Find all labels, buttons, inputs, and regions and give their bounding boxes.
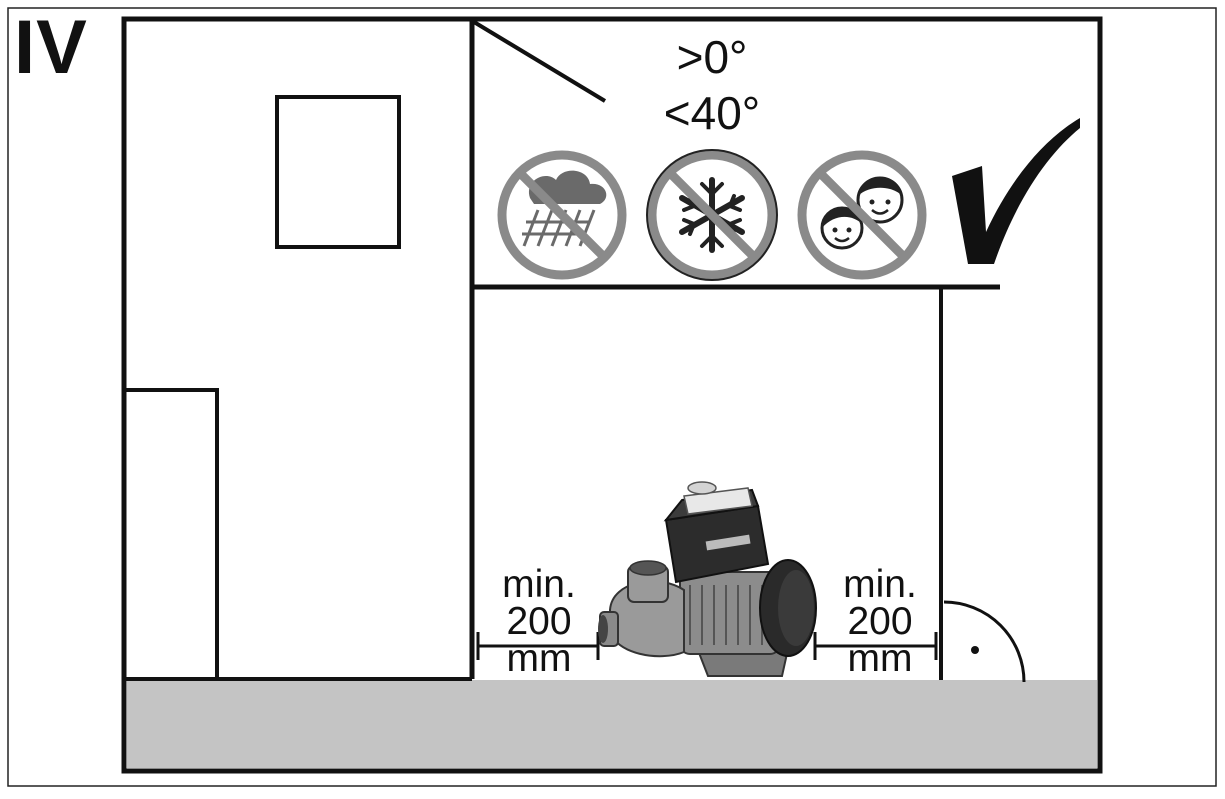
- no-children-icon: [797, 150, 927, 280]
- room-frame: [121, 16, 1103, 774]
- max-temperature: <40°: [663, 87, 761, 139]
- clearance-label-left: min. 200 mm: [484, 563, 594, 680]
- clearance-right-line2: 200: [847, 600, 913, 643]
- clearance-label-right: min. 200 mm: [825, 563, 935, 680]
- checkmark-icon: [952, 118, 1080, 264]
- clearance-left-line1: min.: [502, 563, 576, 606]
- clearance-left-line2: 200: [506, 600, 572, 643]
- clearance-right-line1: min.: [843, 563, 917, 606]
- door-swing-arc: [943, 600, 1026, 683]
- clearance-right-line3: mm: [847, 637, 913, 680]
- window: [275, 95, 401, 249]
- min-temperature: >0°: [676, 31, 748, 83]
- clearance-left-line3: mm: [506, 637, 572, 680]
- outer-frame: [7, 7, 1217, 787]
- panel-label: IV: [14, 5, 88, 90]
- no-rain-icon: [497, 150, 627, 280]
- roof-slope: [472, 20, 607, 103]
- door: [124, 388, 219, 679]
- clearance-dimension-left: [476, 632, 600, 660]
- floor: [127, 680, 1097, 768]
- angle-dot: [971, 646, 979, 654]
- pump-image: [598, 481, 817, 677]
- no-frost-icon: [646, 149, 778, 281]
- clearance-dimension-right: [813, 632, 938, 660]
